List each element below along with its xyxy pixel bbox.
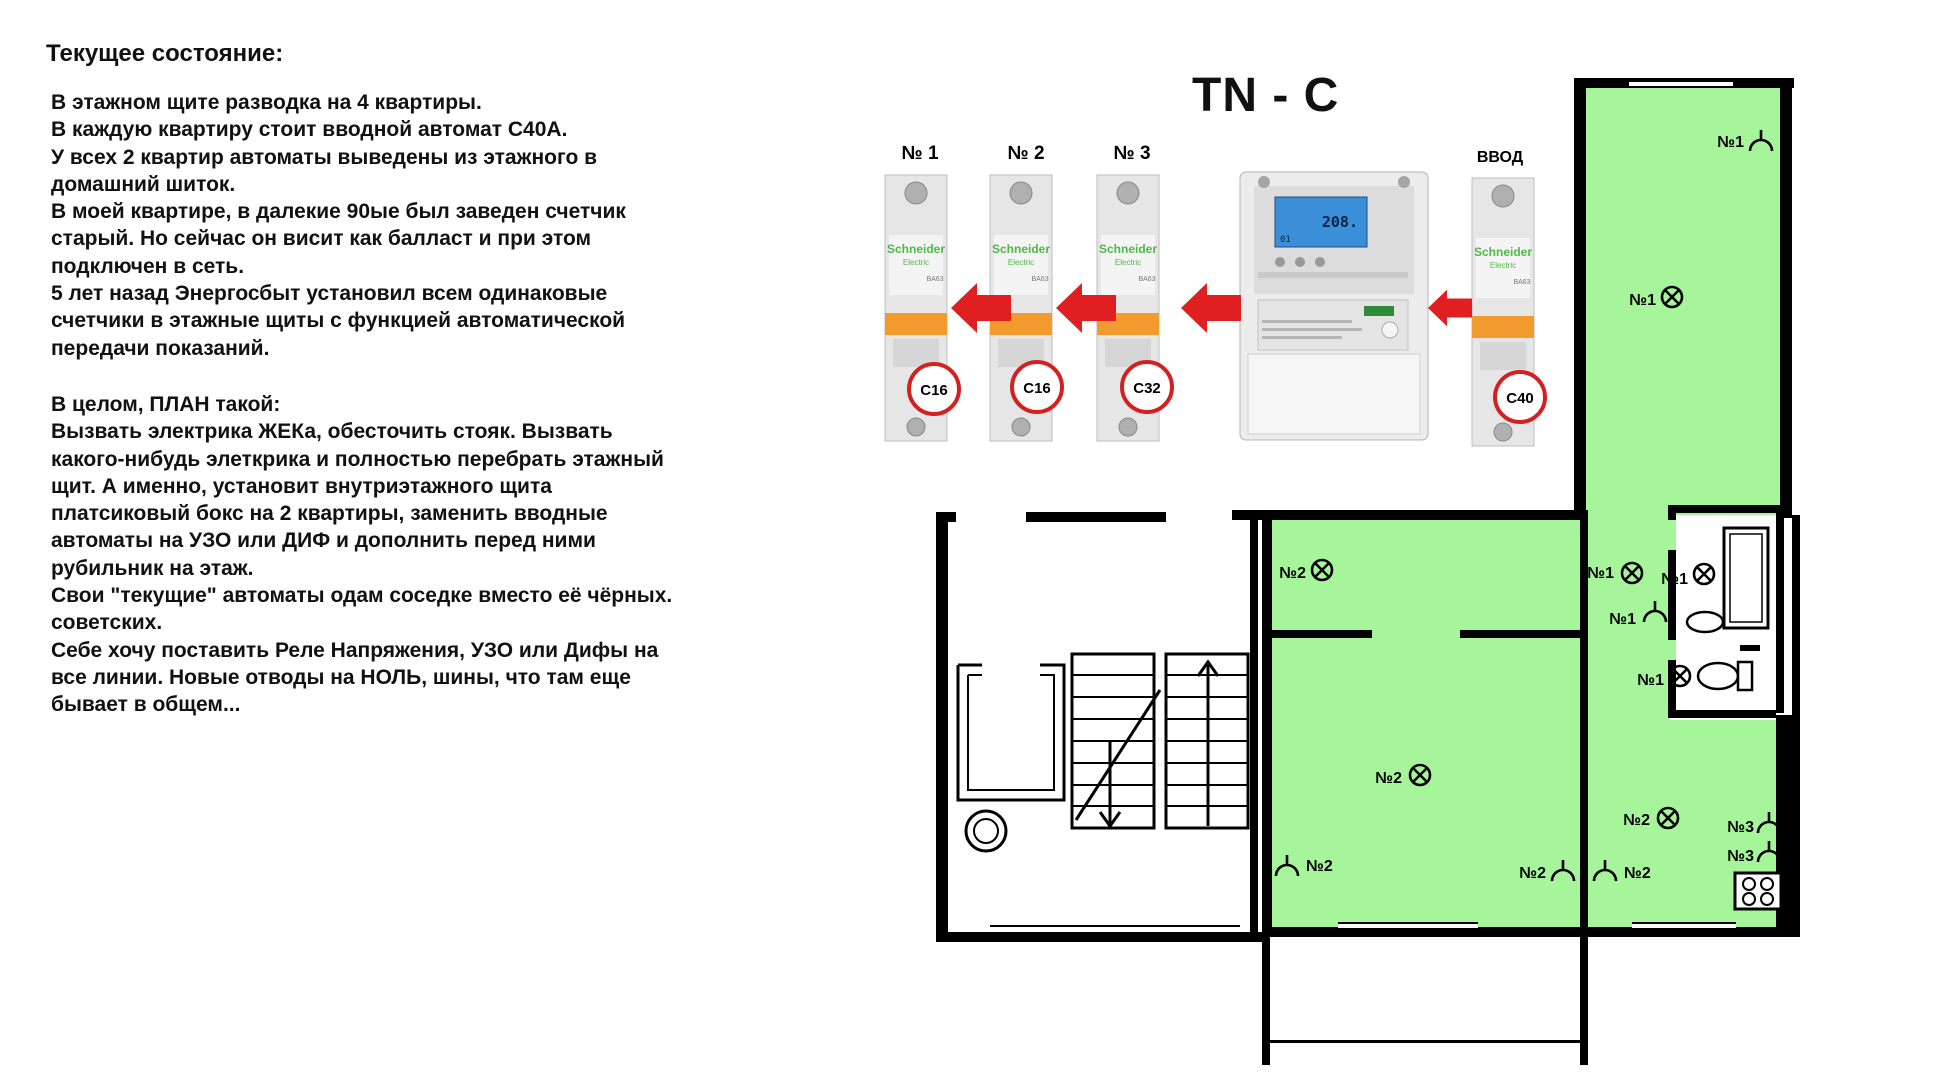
light-fixture: №2	[1623, 806, 1680, 830]
light-fixture: №2	[1375, 763, 1432, 787]
breaker-toggle	[1472, 316, 1534, 338]
breaker-3-label: № 3	[1113, 143, 1150, 164]
socket: №2	[1274, 855, 1333, 878]
light-fixture: №2	[1279, 558, 1334, 582]
brand-sub-text: Electric	[1115, 258, 1141, 267]
scheme-title: TN - C	[1192, 69, 1340, 122]
rating-ring	[907, 362, 961, 416]
rating-ring	[1493, 370, 1547, 424]
rating-ring	[1010, 360, 1064, 414]
rating-label: C16	[920, 382, 948, 399]
meter-display-small: 01	[1280, 235, 1291, 245]
meter-display	[1274, 196, 1368, 248]
light-label: №2	[1375, 770, 1402, 787]
breaker-toggle	[885, 313, 947, 335]
rating-ring	[1120, 360, 1174, 414]
socket: №1	[1609, 601, 1668, 628]
light-label: №2	[1623, 812, 1650, 829]
model-text: BA63	[1031, 276, 1048, 283]
breaker-1-label: № 1	[901, 143, 938, 164]
light-label: №1	[1661, 571, 1688, 588]
socket-label: №2	[1624, 865, 1651, 882]
brand-sub-text: Electric	[1490, 261, 1516, 270]
arrow-icon	[1181, 283, 1241, 333]
plan-text: В целом, ПЛАН такой: Вызвать электрика Ж…	[51, 393, 673, 717]
light-fixture: №1	[1587, 561, 1644, 585]
breaker-input: Schneider Electric BA63 C40	[1471, 177, 1547, 447]
socket: №3	[1727, 812, 1782, 836]
socket: №1	[1717, 130, 1774, 153]
socket-label: №2	[1306, 858, 1333, 875]
socket-label: №2	[1519, 865, 1546, 882]
model-text: BA63	[926, 276, 943, 283]
electricity-meter: 208. 01	[1239, 171, 1429, 441]
model-text: BA63	[1513, 279, 1530, 286]
staircase	[956, 652, 1250, 853]
light-fixture: №1	[1637, 664, 1692, 689]
socket: №2	[1592, 860, 1651, 883]
socket-label: №3	[1727, 848, 1754, 865]
arrow-icon	[1428, 289, 1472, 327]
breaker-2: Schneider Electric BA63 C16	[989, 174, 1064, 442]
rating-label: C40	[1506, 390, 1534, 407]
current-state-heading: Текущее состояние:	[46, 40, 284, 67]
rating-label: C32	[1133, 380, 1161, 397]
brand-text: Schneider	[887, 242, 945, 256]
sink	[1685, 610, 1725, 634]
light-label: №1	[1587, 565, 1614, 582]
stove	[1733, 871, 1783, 911]
brand-text: Schneider	[1474, 245, 1532, 259]
socket: №2	[1519, 860, 1576, 883]
socket-label: №3	[1727, 819, 1754, 836]
brand-sub-text: Electric	[903, 258, 929, 267]
bathtub	[1722, 526, 1770, 630]
rating-label: C16	[1023, 380, 1051, 397]
brand-text: Schneider	[1099, 242, 1157, 256]
light-fixture: №1	[1661, 562, 1716, 588]
meter-display-value: 208.	[1322, 213, 1358, 231]
brand-sub-text: Electric	[1008, 258, 1034, 267]
model-text: BA63	[1138, 276, 1155, 283]
socket-label: №1	[1717, 134, 1744, 151]
light-label: №2	[1279, 565, 1306, 582]
light-fixture: №1	[1629, 285, 1684, 309]
light-label: №1	[1637, 672, 1664, 689]
breaker-2-label: № 2	[1007, 143, 1044, 164]
brand-text: Schneider	[992, 242, 1050, 256]
socket-label: №1	[1609, 611, 1636, 628]
breaker-3: Schneider Electric BA63 C32	[1096, 174, 1174, 442]
walls	[936, 78, 1800, 1065]
current-state-text: В этажном щите разводка на 4 квартиры. В…	[51, 91, 626, 360]
socket: №3	[1727, 841, 1782, 865]
breaker-1: Schneider Electric BA63 C16	[884, 174, 961, 442]
breaker-input-label: ВВОД	[1477, 149, 1524, 166]
toilet	[1696, 660, 1754, 692]
apartment-floor	[1262, 85, 1780, 932]
light-label: №1	[1629, 292, 1656, 309]
